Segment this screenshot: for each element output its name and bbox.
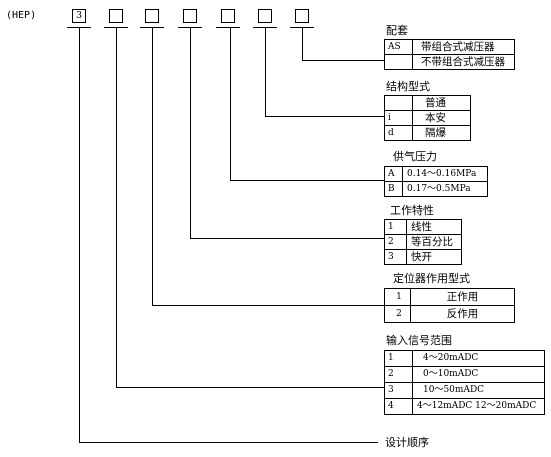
- row-code: i: [384, 110, 413, 126]
- row-code: A: [384, 166, 403, 182]
- row-code: 2: [384, 234, 407, 250]
- table-row: 4 4～12mADC 12～20mADC: [384, 398, 545, 415]
- group-title-peitao: 配套: [386, 24, 408, 37]
- code-box-1-value: 3: [76, 10, 83, 21]
- row-text: 等百分比: [406, 234, 462, 250]
- leader-jiegou: [265, 28, 384, 117]
- code-box-2: [109, 9, 123, 23]
- row-code: 3: [384, 382, 413, 399]
- table-row: 1 线性: [384, 219, 462, 235]
- code-box-6: [258, 9, 272, 23]
- row-text: 正作用: [410, 288, 515, 306]
- code-box-1: 3: [72, 9, 86, 23]
- leader-dingwei: [152, 28, 384, 306]
- row-text: 不带组合式减压器: [412, 54, 515, 70]
- row-text: 带组合式减压器: [412, 39, 515, 55]
- table-row: A 0.14～0.16MPa: [384, 166, 488, 182]
- table-shuru: 1 4～20mADC 2 0～10mADC 3 10～50mADC 4 4～12…: [384, 350, 545, 415]
- row-code: 1: [384, 350, 413, 367]
- row-text: 本安: [412, 110, 471, 126]
- table-row: 3 快开: [384, 249, 462, 265]
- row-text: 0.14～0.16MPa: [402, 166, 488, 182]
- group-title-shuru: 输入信号范围: [386, 334, 452, 347]
- table-row: 1 正作用: [384, 288, 515, 306]
- code-box-5: [221, 9, 235, 23]
- row-text: 反作用: [410, 305, 515, 323]
- row-text: 4～20mADC: [412, 350, 545, 367]
- row-code: 3: [384, 249, 407, 265]
- row-code: 1: [384, 288, 411, 306]
- group-title-gongzuo: 工作特性: [390, 204, 434, 217]
- group-title-gongqi: 供气压力: [393, 150, 437, 163]
- table-row: d 隔爆: [384, 125, 471, 141]
- row-text: 10～50mADC: [412, 382, 545, 399]
- row-code: B: [384, 181, 403, 197]
- row-text: 0.17～0.5MPa: [402, 181, 488, 197]
- table-row: 2 0～10mADC: [384, 366, 545, 383]
- row-text: 线性: [406, 219, 462, 235]
- table-row: 2 等百分比: [384, 234, 462, 250]
- table-row: B 0.17～0.5MPa: [384, 181, 488, 197]
- row-text: 隔爆: [412, 125, 471, 141]
- leader-gongzuo: [190, 28, 384, 239]
- table-row: 1 4～20mADC: [384, 350, 545, 367]
- table-row: 3 10～50mADC: [384, 382, 545, 399]
- row-text: 4～12mADC 12～20mADC: [412, 398, 545, 415]
- row-code: 2: [384, 305, 411, 323]
- group-title-jiegou: 结构型式: [386, 80, 430, 93]
- row-code: 2: [384, 366, 413, 383]
- code-box-4: [183, 9, 197, 23]
- code-box-7: [295, 9, 309, 23]
- row-code: [384, 95, 413, 111]
- table-peitao: AS 带组合式减压器 不带组合式减压器: [384, 39, 515, 70]
- row-code: [384, 54, 413, 70]
- table-dingwei: 1 正作用 2 反作用: [384, 288, 515, 323]
- row-text: 普通: [412, 95, 471, 111]
- table-row: 2 反作用: [384, 305, 515, 323]
- leader-shuru: [116, 28, 384, 388]
- model-prefix: (HEP): [6, 10, 37, 21]
- leader-peitao: [302, 28, 384, 61]
- table-row: i 本安: [384, 110, 471, 126]
- row-text: 快开: [406, 249, 462, 265]
- group-title-dingwei: 定位器作用型式: [393, 272, 470, 285]
- table-row: AS 带组合式减压器: [384, 39, 515, 55]
- table-row: 不带组合式减压器: [384, 54, 515, 70]
- table-row: 普通: [384, 95, 471, 111]
- row-text: 0～10mADC: [412, 366, 545, 383]
- code-box-3: [145, 9, 159, 23]
- leader-gongqi: [230, 28, 384, 181]
- table-gongzuo: 1 线性 2 等百分比 3 快开: [384, 219, 462, 265]
- row-code: AS: [384, 39, 413, 55]
- row-code: d: [384, 125, 413, 141]
- design-sequence-label: 设计顺序: [385, 436, 429, 449]
- table-gongqi: A 0.14～0.16MPa B 0.17～0.5MPa: [384, 166, 488, 197]
- row-code: 4: [384, 398, 413, 415]
- row-code: 1: [384, 219, 407, 235]
- table-jiegou: 普通 i 本安 d 隔爆: [384, 95, 471, 141]
- leader-sheji: [79, 28, 378, 443]
